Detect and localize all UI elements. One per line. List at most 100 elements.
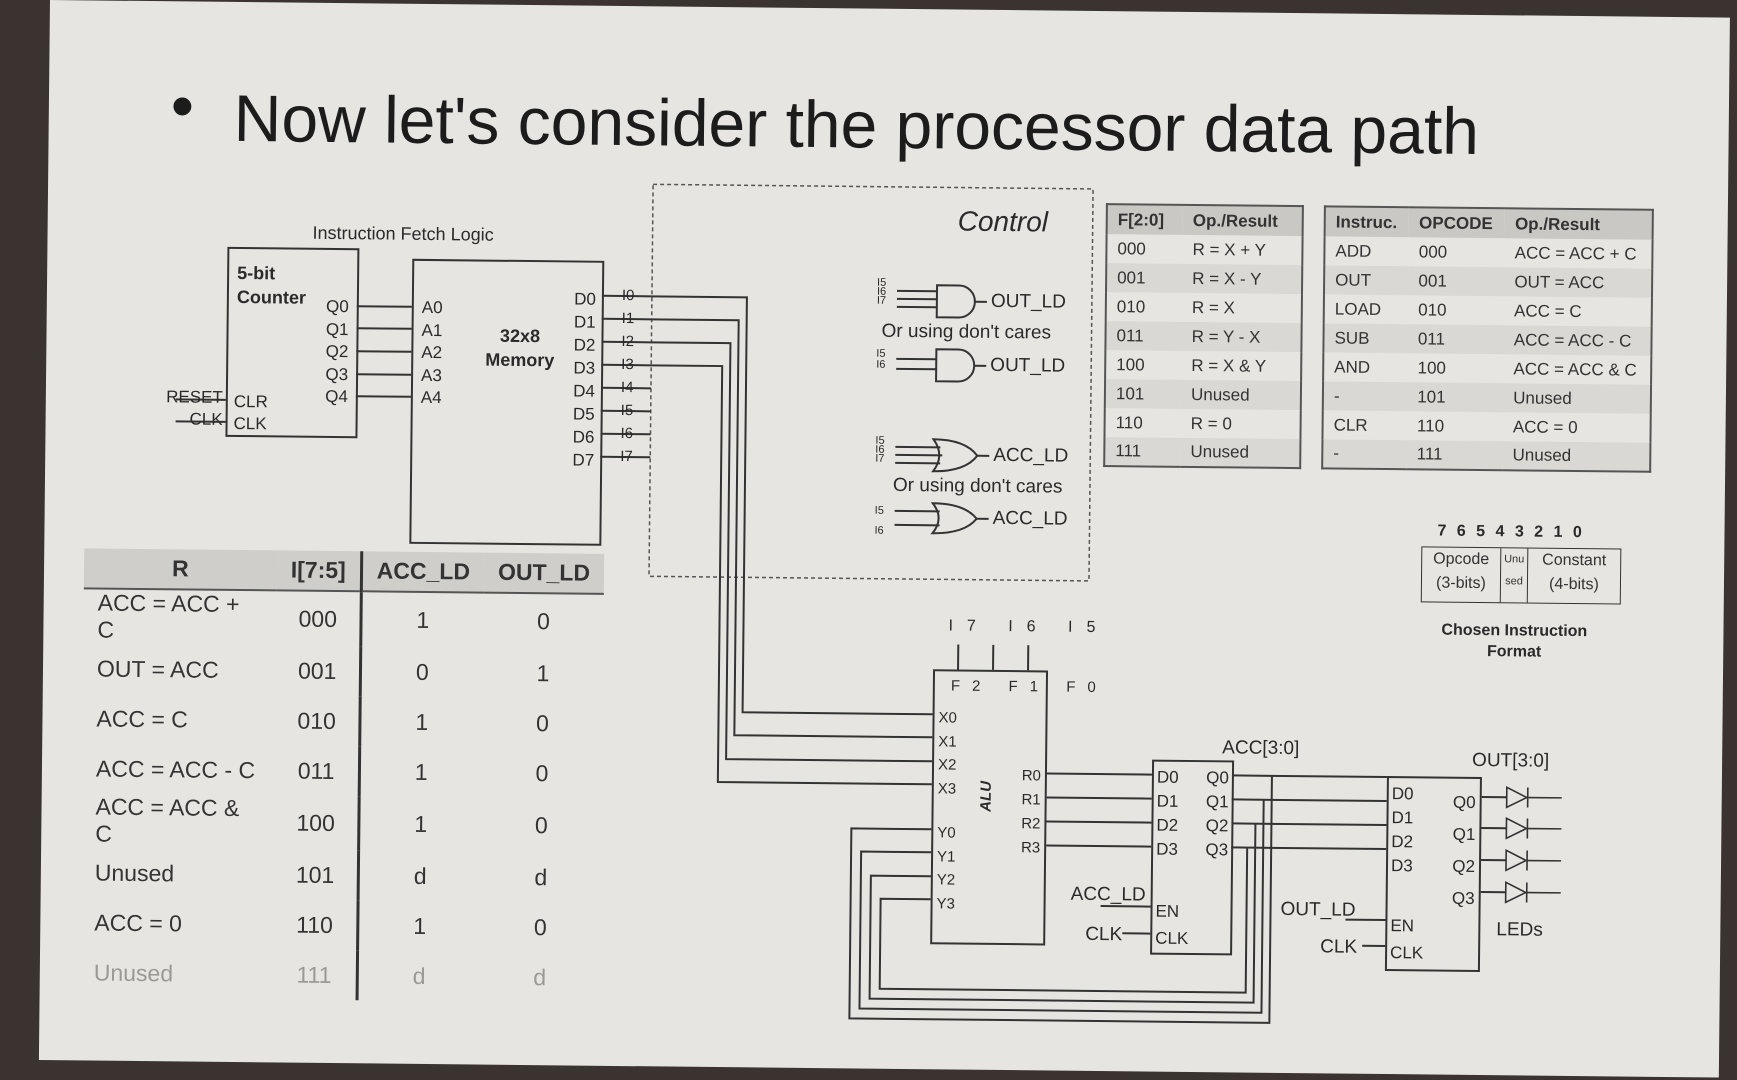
alu-input-label: I5 xyxy=(1067,618,1110,637)
table-cell: Unused xyxy=(1503,383,1652,414)
counter-title: 5-bit Counter xyxy=(236,262,307,308)
table-cell: Unused xyxy=(94,859,175,886)
alu-r-pin: R0 xyxy=(1021,767,1042,785)
reset-label: RESET xyxy=(166,387,223,407)
table-header: F[2:0] xyxy=(1106,204,1184,235)
memory-addr-pin: A1 xyxy=(421,320,443,340)
table-cell: 101 xyxy=(295,861,335,888)
table-cell: 000 xyxy=(298,605,338,632)
bullet: • xyxy=(170,68,195,143)
gate-input-label: I6 xyxy=(874,524,884,537)
out-register: D0 D1 D2 D3 Q0 Q1 Q2 Q3 EN CLK xyxy=(1384,776,1482,973)
table-cell: 0 xyxy=(534,811,548,838)
counter-pin: Q4 xyxy=(325,386,348,407)
memory-data-pin: D0 xyxy=(574,289,596,309)
alu-x-pin: X1 xyxy=(938,732,957,751)
table-cell: 100 xyxy=(1417,357,1447,378)
instr-bit-label: I3 xyxy=(621,356,634,374)
alu-block: F2 F1 F0 X0 X1 X2 X3 Y0 Y1 Y2 Y3 R0 R1 R… xyxy=(930,669,1108,946)
table-cell: ACC = 0 xyxy=(94,909,183,936)
acc-q-pin: Q3 xyxy=(1205,840,1229,860)
and-gate-icon xyxy=(896,348,987,383)
alu-x-pin: X3 xyxy=(937,779,957,798)
dont-care-note: Or using don't cares xyxy=(881,320,1052,344)
table-cell: 0 xyxy=(359,646,484,698)
table-cell: - xyxy=(1322,439,1407,470)
table-cell: 100 xyxy=(1116,354,1145,374)
out-bus-label: OUT[3:0] xyxy=(1472,749,1550,772)
out-d-pin: D0 xyxy=(1391,784,1414,804)
table-cell: 111 xyxy=(1104,437,1181,467)
acc-register: D0 D1 D2 D3 Q0 Q1 Q2 Q3 EN CLK xyxy=(1150,759,1235,956)
table-cell: Unused xyxy=(93,959,174,986)
slide-title: Now let's consider the processor data pa… xyxy=(233,80,1480,168)
acc-d-pin: D3 xyxy=(1156,839,1179,859)
circuit-wiring xyxy=(175,183,1562,1024)
table-cell: ACC = C xyxy=(96,705,189,732)
memory-data-pin: D3 xyxy=(573,358,596,378)
table-cell: ACC = ACC & C xyxy=(95,793,240,847)
table-cell: - xyxy=(1322,381,1408,412)
gate4-output-label: ACC_LD xyxy=(992,507,1068,530)
control-region xyxy=(648,183,1094,582)
table-cell: 001 xyxy=(297,657,337,684)
gate-input-label: I5 xyxy=(874,504,884,517)
table-cell: 111 xyxy=(296,961,332,988)
table-cell: 110 xyxy=(1115,412,1143,432)
table-cell: Unused xyxy=(1180,437,1301,469)
table-header: OUT_LD xyxy=(483,552,605,594)
memory-block: 32x8 Memory A0 A1 A2 A3 A4 D0 D1 D2 D3 D… xyxy=(409,258,605,546)
counter-pin: Q1 xyxy=(325,319,349,339)
memory-addr-pin: A4 xyxy=(420,388,442,408)
table-header: R xyxy=(83,548,278,591)
out-q-pin: Q2 xyxy=(1452,856,1476,876)
acc-bus-label: ACC[3:0] xyxy=(1222,737,1300,760)
table-header: Op./Result xyxy=(1182,204,1303,237)
clk-label: CLK xyxy=(189,409,223,429)
table-cell: 1 xyxy=(358,746,483,798)
or-gate-icon xyxy=(894,502,989,535)
table-cell: 1 xyxy=(357,900,481,952)
acc-q-pin: Q2 xyxy=(1205,816,1229,836)
table-cell: 1 xyxy=(360,591,484,648)
memory-data-pin: D6 xyxy=(572,427,595,447)
alu-input-label: I6 xyxy=(1008,618,1050,636)
out-clk-signal: CLK xyxy=(1320,936,1358,958)
fetch-section-label: Instruction Fetch Logic xyxy=(312,222,494,245)
instr-bit-label: I5 xyxy=(620,401,634,420)
table-cell: 010 xyxy=(1418,299,1447,320)
and-gate-icon xyxy=(896,284,987,319)
format-caption: Chosen Instruction Format xyxy=(1441,621,1588,661)
counter-clr-pin: CLR xyxy=(233,391,268,412)
table-cell: R = X + Y xyxy=(1192,239,1267,260)
table-cell: 1 xyxy=(536,659,550,686)
acc-clk-signal: CLK xyxy=(1085,923,1123,946)
gate1-output-label: OUT_LD xyxy=(990,290,1066,313)
led-diode-icon xyxy=(1504,785,1562,904)
table-cell: OUT = ACC xyxy=(96,655,219,683)
table-cell: 110 xyxy=(296,911,334,938)
table-cell: 0 xyxy=(535,709,549,736)
table-header: OPCODE xyxy=(1408,207,1506,239)
acc-ld-signal: ACC_LD xyxy=(1070,883,1146,906)
table-cell: 1 xyxy=(358,796,482,852)
out-d-pin: D2 xyxy=(1391,832,1414,852)
table-cell: ACC = ACC + C xyxy=(97,589,240,643)
format-opcode-field: Opcode (3-bits) xyxy=(1421,547,1502,603)
format-bit-numbers: 7 6 5 4 3 2 1 0 xyxy=(1437,522,1585,542)
instr-bit-label: I7 xyxy=(620,447,633,466)
out-q-pin: Q3 xyxy=(1451,888,1475,908)
table-cell: 011 xyxy=(1407,324,1504,355)
